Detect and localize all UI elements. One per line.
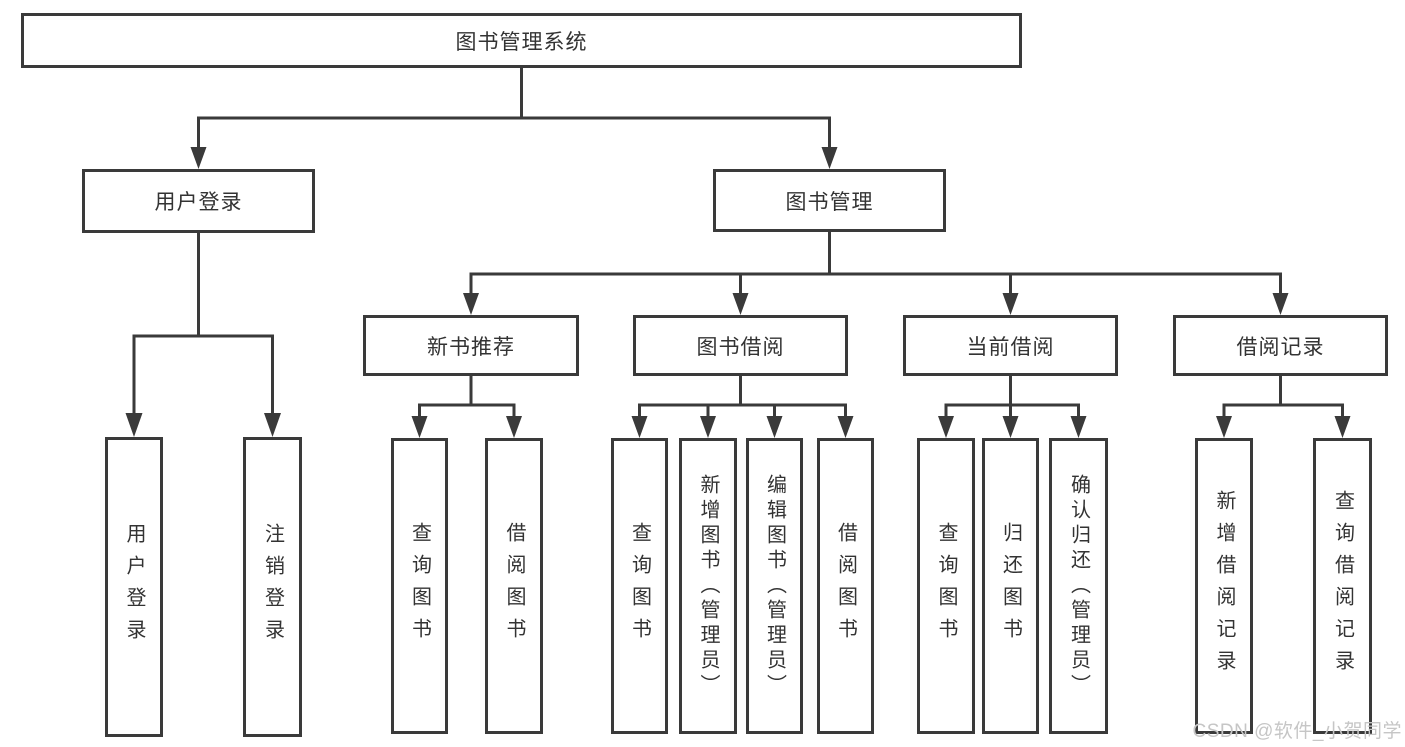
arrowhead: [463, 293, 479, 315]
leaf-confirm-return-admin-label: 确认归还（管理员）: [1067, 473, 1090, 699]
leaf-query-books-borrow: 查询图书: [611, 438, 668, 734]
leaf-borrow-books-recommend: 借阅图书: [485, 438, 543, 734]
leaf-edit-books-admin-label: 编辑图书（管理员）: [763, 473, 786, 699]
arrowhead: [190, 147, 207, 169]
arrowhead: [732, 293, 749, 315]
node-book-borrowing-label: 图书借阅: [696, 335, 785, 359]
arrowhead: [821, 147, 838, 169]
node-root: 图书管理系统: [21, 13, 1022, 68]
leaf-logout: 注销登录: [243, 437, 302, 737]
leaf-query-borrow-record-label: 查询借阅记录: [1331, 490, 1354, 682]
connector-user-login-split: [132, 233, 274, 416]
leaf-return-books: 归还图书: [982, 438, 1039, 734]
leaf-borrow-books: 借阅图书: [817, 438, 874, 734]
arrowhead: [1002, 293, 1019, 315]
leaf-add-borrow-record-label: 新增借阅记录: [1213, 490, 1235, 682]
node-user-login-label: 用户登录: [154, 191, 243, 214]
leaf-query-books-current-label: 查询图书: [935, 522, 957, 650]
leaf-query-books-recommend-label: 查询图书: [408, 522, 431, 650]
connector-borrow-split: [638, 376, 847, 420]
arrowhead: [264, 413, 281, 437]
node-new-book-recommend: 新书推荐: [363, 315, 579, 376]
leaf-add-books-admin: 新增图书（管理员）: [679, 438, 737, 734]
leaf-confirm-return-admin: 确认归还（管理员）: [1049, 438, 1108, 734]
node-borrowing-records-label: 借阅记录: [1236, 335, 1325, 359]
arrowhead: [1070, 416, 1087, 438]
leaf-add-borrow-record: 新增借阅记录: [1195, 438, 1253, 734]
connector-current-split: [944, 376, 1080, 420]
connector-new-rec-split: [418, 376, 516, 420]
csdn-watermark: CSDN @软件_小贺同学: [1192, 721, 1402, 742]
arrowhead: [938, 416, 954, 438]
arrowhead: [506, 416, 522, 438]
arrowhead: [837, 416, 854, 438]
connector-root-split: [197, 68, 831, 150]
leaf-borrow-books-label: 借阅图书: [834, 522, 857, 650]
node-book-management: 图书管理: [713, 169, 946, 232]
arrowhead: [1272, 293, 1289, 315]
arrowhead: [631, 416, 648, 438]
leaf-query-books-borrow-label: 查询图书: [628, 522, 651, 650]
node-book-management-label: 图书管理: [785, 190, 874, 214]
leaf-user-login: 用户登录: [105, 437, 163, 737]
leaf-logout-label: 注销登录: [261, 523, 284, 651]
arrowhead: [411, 416, 428, 438]
node-user-login: 用户登录: [82, 169, 315, 233]
arrowhead: [1216, 416, 1232, 438]
arrowhead: [766, 416, 783, 438]
node-borrowing-records: 借阅记录: [1173, 315, 1388, 376]
leaf-query-books-current: 查询图书: [917, 438, 975, 734]
node-current-borrowing: 当前借阅: [903, 315, 1118, 376]
node-new-book-recommend-label: 新书推荐: [427, 335, 515, 359]
node-book-borrowing: 图书借阅: [633, 315, 848, 376]
node-root-label: 图书管理系统: [455, 30, 588, 54]
connector-book-mgmt-split: [469, 232, 1282, 296]
arrowhead: [1002, 416, 1019, 438]
arrowheads: [125, 147, 1351, 438]
leaf-return-books-label: 归还图书: [999, 522, 1022, 650]
arrowhead: [125, 413, 143, 437]
leaf-query-books-recommend: 查询图书: [391, 438, 448, 734]
arrowhead: [700, 416, 716, 438]
leaf-query-borrow-record: 查询借阅记录: [1313, 438, 1372, 734]
connector-records-split: [1222, 376, 1344, 420]
node-current-borrowing-label: 当前借阅: [966, 335, 1055, 359]
leaf-edit-books-admin: 编辑图书（管理员）: [746, 438, 803, 734]
arrowhead: [1334, 416, 1351, 438]
leaf-add-books-admin-label: 新增图书（管理员）: [697, 473, 719, 699]
leaf-borrow-books-recommend-label: 借阅图书: [503, 522, 525, 650]
leaf-user-login-label: 用户登录: [123, 523, 145, 651]
